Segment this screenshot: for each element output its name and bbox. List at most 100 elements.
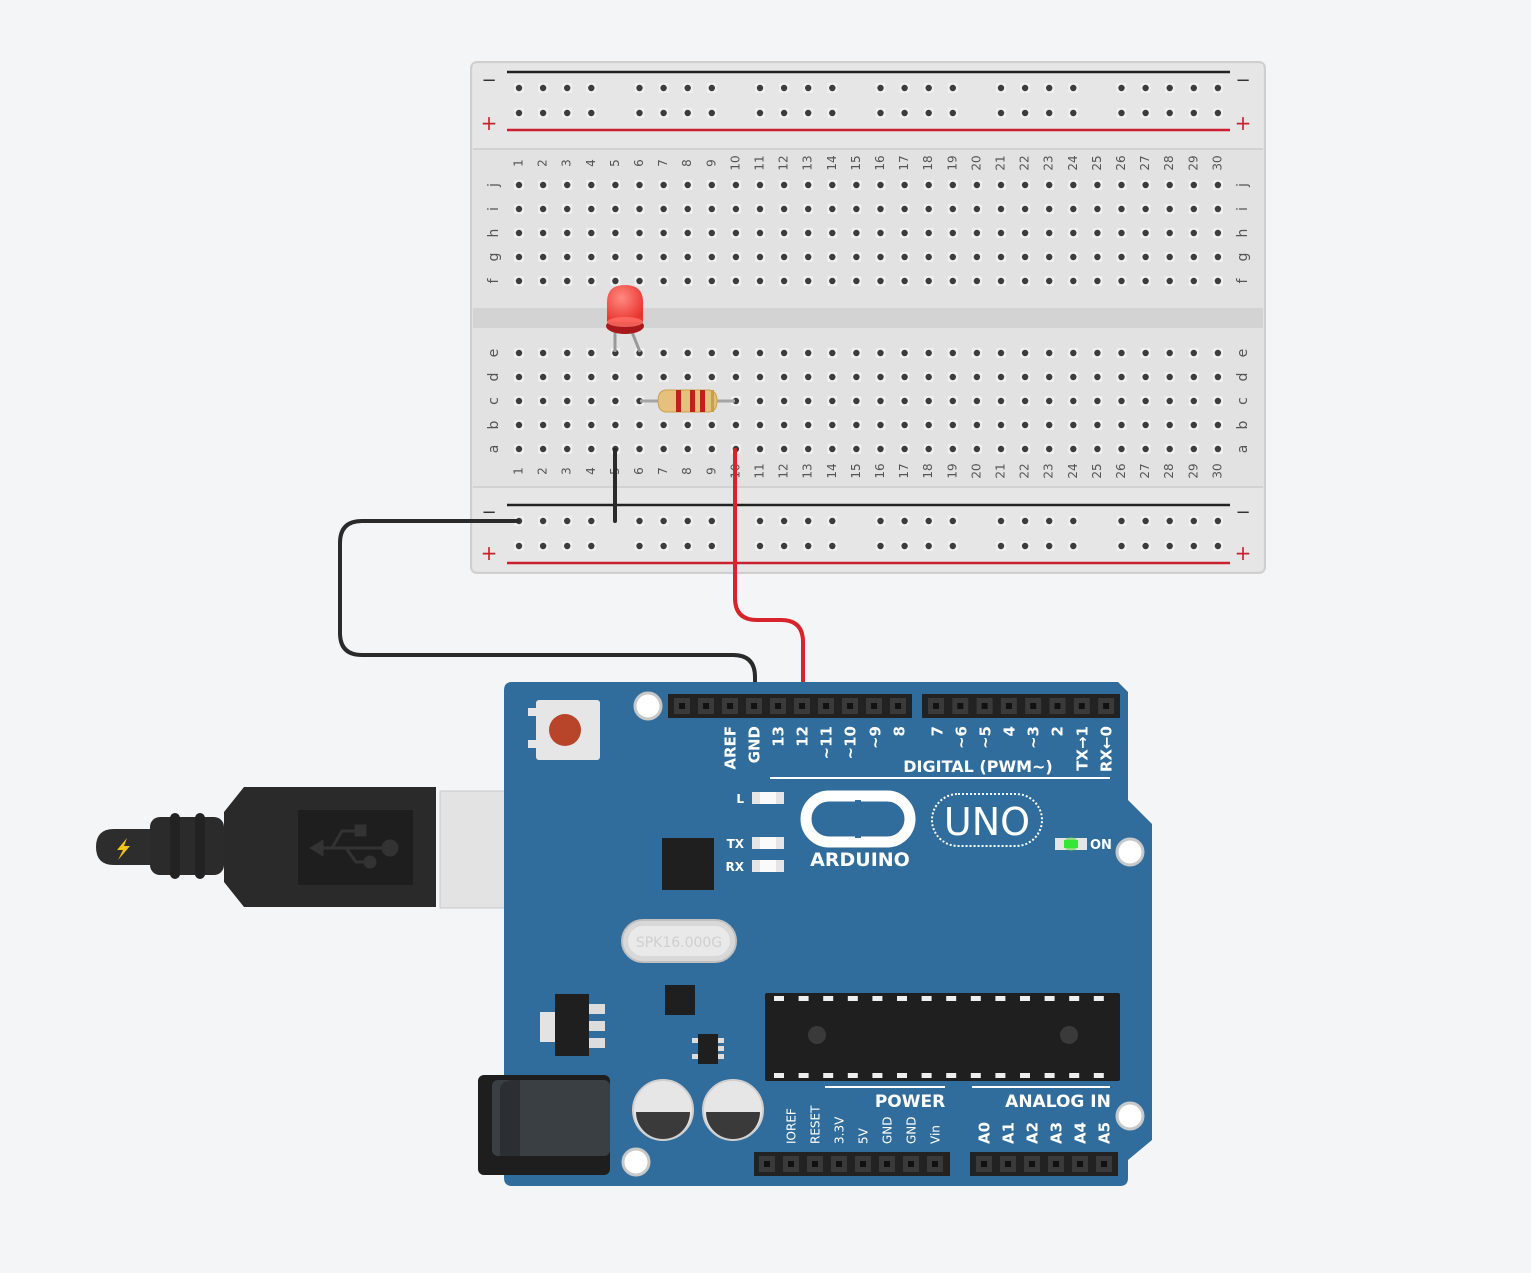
breadboard-hole[interactable] [851,180,862,190]
breadboard-hole[interactable] [971,228,982,238]
breadboard-hole[interactable] [827,180,838,190]
breadboard-hole[interactable] [610,276,621,286]
breadboard-hole[interactable] [730,420,741,430]
breadboard-hole[interactable] [971,444,982,454]
breadboard-hole[interactable] [658,204,669,214]
breadboard-hole[interactable] [1188,108,1199,118]
header-pin[interactable] [794,698,810,714]
breadboard-hole[interactable] [1140,348,1151,358]
header-pin[interactable] [1000,1156,1016,1172]
breadboard-hole[interactable] [971,348,982,358]
breadboard-hole[interactable] [586,396,597,406]
breadboard-hole[interactable] [1116,516,1127,526]
breadboard-hole[interactable] [586,348,597,358]
breadboard-hole[interactable] [1020,348,1031,358]
breadboard-hole[interactable] [827,348,838,358]
breadboard-hole[interactable] [996,252,1006,262]
breadboard-hole[interactable] [514,180,524,190]
breadboard-hole[interactable] [730,180,741,190]
breadboard-hole[interactable] [658,276,669,286]
breadboard-hole[interactable] [996,228,1006,238]
header-pin[interactable] [1073,698,1090,714]
breadboard-hole[interactable] [1212,204,1223,214]
breadboard-hole[interactable] [996,180,1006,190]
breadboard-hole[interactable] [538,444,549,454]
header-pin[interactable] [1048,1156,1064,1172]
wire-gnd-to-arduino[interactable] [338,519,757,708]
breadboard-hole[interactable] [1044,276,1055,286]
breadboard-hole[interactable] [562,252,573,262]
breadboard-hole[interactable] [1212,396,1223,406]
breadboard-hole[interactable] [755,541,765,551]
breadboard-hole[interactable] [658,83,669,93]
breadboard-hole[interactable] [1188,180,1199,190]
breadboard-hole[interactable] [1020,108,1031,118]
breadboard-hole[interactable] [779,180,790,190]
breadboard-hole[interactable] [682,372,693,382]
breadboard-hole[interactable] [562,444,573,454]
breadboard-hole[interactable] [1212,516,1223,526]
breadboard-hole[interactable] [610,228,621,238]
breadboard-hole[interactable] [996,108,1006,118]
header-pin[interactable] [879,1156,895,1172]
breadboard-hole[interactable] [658,228,669,238]
breadboard-hole[interactable] [1164,276,1175,286]
breadboard-hole[interactable] [851,420,862,430]
header-pin[interactable] [842,698,858,714]
breadboard-hole[interactable] [634,252,645,262]
breadboard-hole[interactable] [947,372,958,382]
breadboard-hole[interactable] [851,252,862,262]
breadboard-hole[interactable] [538,541,549,551]
breadboard-hole[interactable] [682,252,693,262]
breadboard-hole[interactable] [658,444,669,454]
breadboard-hole[interactable] [1020,276,1031,286]
breadboard-hole[interactable] [1020,372,1031,382]
breadboard-hole[interactable] [971,372,982,382]
breadboard-hole[interactable] [1116,372,1127,382]
breadboard-hole[interactable] [779,372,790,382]
breadboard-hole[interactable] [514,541,524,551]
breadboard-hole[interactable] [1092,252,1103,262]
breadboard-hole[interactable] [1068,204,1079,214]
breadboard-hole[interactable] [658,108,669,118]
breadboard-hole[interactable] [996,541,1006,551]
breadboard-hole[interactable] [899,252,910,262]
breadboard-hole[interactable] [1068,83,1079,93]
breadboard-hole[interactable] [851,396,862,406]
breadboard-hole[interactable] [1092,396,1103,406]
breadboard-hole[interactable] [1212,83,1223,93]
breadboard-hole[interactable] [1212,348,1223,358]
breadboard-hole[interactable] [706,348,717,358]
breadboard-hole[interactable] [1212,372,1223,382]
breadboard-hole[interactable] [586,541,597,551]
breadboard-hole[interactable] [1164,228,1175,238]
breadboard-hole[interactable] [634,516,645,526]
breadboard-hole[interactable] [947,541,958,551]
breadboard-hole[interactable] [875,541,886,551]
resistor[interactable] [640,389,735,413]
breadboard-hole[interactable] [1044,204,1055,214]
breadboard-hole[interactable] [1212,252,1223,262]
breadboard-hole[interactable] [730,276,741,286]
header-pin[interactable] [746,698,762,714]
breadboard-hole[interactable] [779,204,790,214]
breadboard-hole[interactable] [682,541,693,551]
breadboard-hole[interactable] [875,396,886,406]
breadboard-hole[interactable] [996,276,1006,286]
breadboard-hole[interactable] [996,348,1006,358]
breadboard-hole[interactable] [1164,348,1175,358]
breadboard-hole[interactable] [1020,420,1031,430]
breadboard-hole[interactable] [1068,420,1079,430]
breadboard-hole[interactable] [682,83,693,93]
breadboard-hole[interactable] [1092,276,1103,286]
breadboard-hole[interactable] [1140,108,1151,118]
breadboard-hole[interactable] [803,444,814,454]
breadboard-hole[interactable] [923,372,934,382]
breadboard-hole[interactable] [514,396,524,406]
breadboard-hole[interactable] [827,252,838,262]
breadboard-hole[interactable] [1044,420,1055,430]
breadboard-hole[interactable] [803,541,814,551]
breadboard-hole[interactable] [1068,276,1079,286]
breadboard-hole[interactable] [562,276,573,286]
breadboard-hole[interactable] [947,180,958,190]
